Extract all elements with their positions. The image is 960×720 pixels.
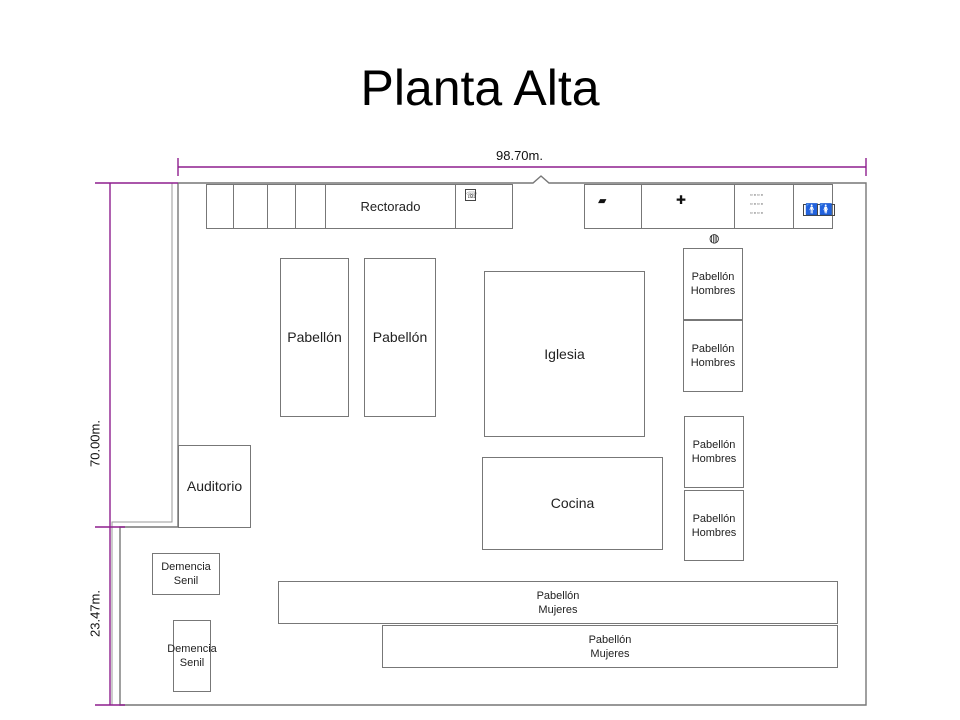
room-label: Demencia Senil [161,561,211,587]
room-auditorio: Auditorio [178,445,251,528]
room-label: Pabellón Hombres [691,512,737,539]
room-label: Pabellón [372,329,428,345]
room-pabellon-1: Pabellón [280,258,349,417]
room-label: Iglesia [544,345,585,362]
seating-grid-icon: ▫▫▫▫▫▫▫▫▫▫▫▫ [750,192,764,217]
restroom-icon: 🚹 [803,204,821,216]
office-cell [233,184,268,229]
service-cell [734,184,794,229]
page-title: Planta Alta [360,60,600,116]
width-dimension-label: 98.70m. [496,148,543,163]
medical-cross-icon: ✚ [676,193,687,207]
room-label: Pabellón Hombres [690,271,736,297]
room-label: Pabellón Mujeres [588,633,632,660]
office-cell [295,184,326,229]
office-cell [206,184,234,229]
room-label: Demencia Senil [167,643,217,669]
room-cocina: Cocina [482,457,663,550]
room-label: Cocina [550,495,595,511]
room-iglesia: Iglesia [484,271,645,437]
office-cell [455,184,513,229]
room-label: Pabellón [287,329,342,345]
room-demencia-senil-1: Demencia Senil [152,553,220,595]
building-outer-wall [119,175,867,706]
room-label: Rectorado [360,198,421,214]
room-pabellon-hombres-2: Pabellón Hombres [683,320,743,392]
service-cell [584,184,642,229]
building-left-step-wall [111,183,173,705]
room-pabellon-mujeres-2: Pabellón Mujeres [382,625,838,668]
room-label: Pabellón Hombres [691,439,737,465]
room-rectorado: Rectorado [325,184,456,229]
service-cell [793,184,833,229]
room-demencia-senil-2: Demencia Senil [167,620,217,692]
first-aid-kit-icon: ▰ [598,195,607,207]
room-pabellon-mujeres-1: Pabellón Mujeres [278,581,838,624]
restroom-icon: 🚺 [817,204,835,216]
service-cell [641,184,735,229]
globe-icon: ◍ [709,231,720,245]
room-pabellon-2: Pabellón [364,258,436,417]
height-lower-dimension-label: 23.47m. [87,590,103,637]
room-label: Pabellón Mujeres [536,589,580,616]
room-pabellon-hombres-4: Pabellón Hombres [684,490,744,561]
office-cell [267,184,296,229]
phone-icon: ☏ [465,189,478,201]
room-label: Auditorio [186,478,243,494]
room-pabellon-hombres-1: Pabellón Hombres [683,248,743,320]
height-total-dimension-label: 70.00m. [87,420,103,467]
room-pabellon-hombres-3: Pabellón Hombres [684,416,744,488]
room-label: Pabellón Hombres [690,343,736,369]
